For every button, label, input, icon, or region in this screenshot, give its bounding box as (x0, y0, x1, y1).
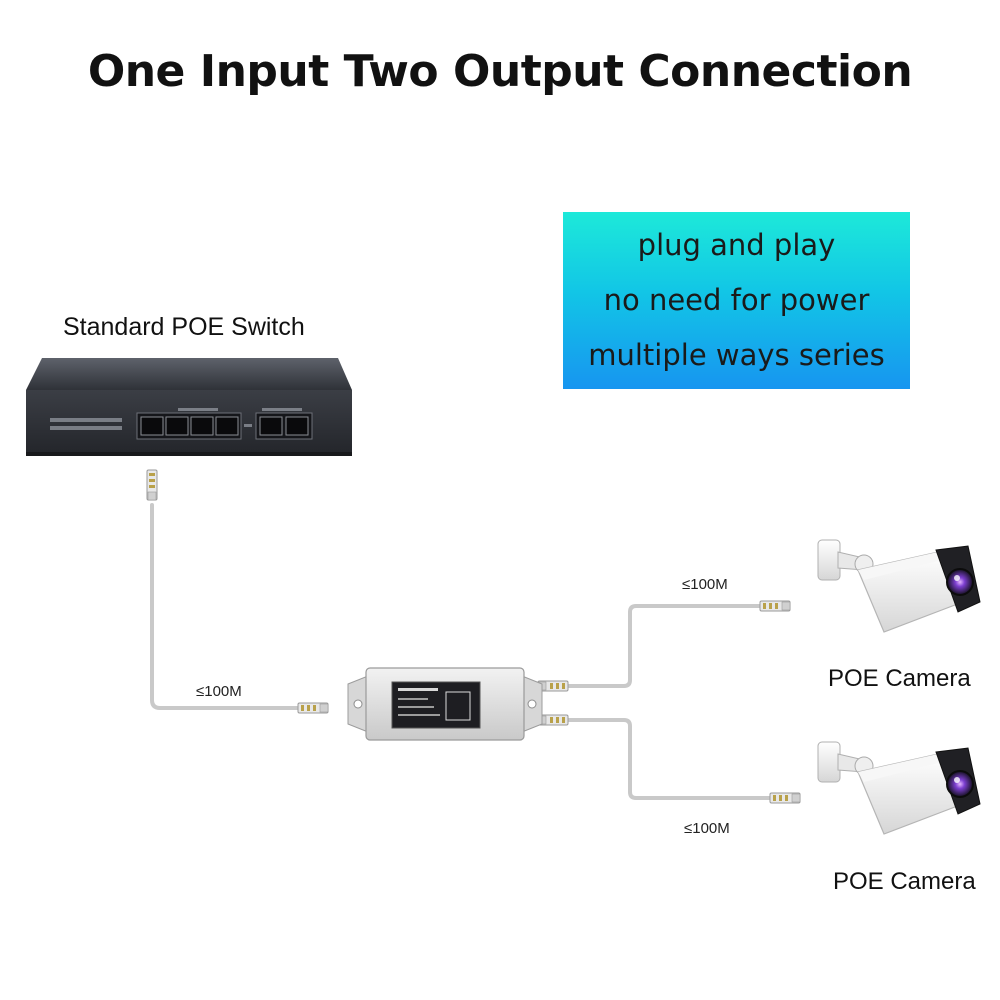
feature-no-power: no need for power (603, 283, 870, 317)
switch-poe-ports (136, 412, 242, 440)
camera2-icon (817, 741, 981, 835)
cable-extender-camera1 (566, 604, 762, 688)
switch-label: Standard POE Switch (63, 313, 305, 341)
cables (150, 503, 772, 800)
feature-box: plug and play no need for power multiple… (563, 212, 910, 389)
rj45-camera1 (759, 600, 791, 612)
switch-uplink-ports (255, 412, 313, 440)
feature-multiple-series: multiple ways series (588, 338, 885, 372)
camera2-label: POE Camera (833, 868, 976, 895)
camera1-label: POE Camera (828, 665, 971, 692)
feature-plug-and-play: plug and play (637, 228, 836, 262)
distance-label-camera2: ≤100M (684, 820, 730, 837)
distance-label-camera1: ≤100M (682, 576, 728, 593)
switch-top-face (26, 358, 352, 390)
distance-label-switch: ≤100M (196, 683, 242, 700)
camera1-icon (817, 539, 981, 633)
cable-switch-extender (150, 503, 300, 710)
rj45-switch-connector (146, 469, 158, 501)
rj45-camera2 (769, 792, 801, 804)
poe-extender (347, 667, 543, 741)
poe-switch (26, 358, 352, 456)
rj45-extender-input (297, 702, 329, 714)
cable-extender-camera2 (566, 718, 772, 800)
diagram-title: One Input Two Output Connection (87, 46, 913, 97)
